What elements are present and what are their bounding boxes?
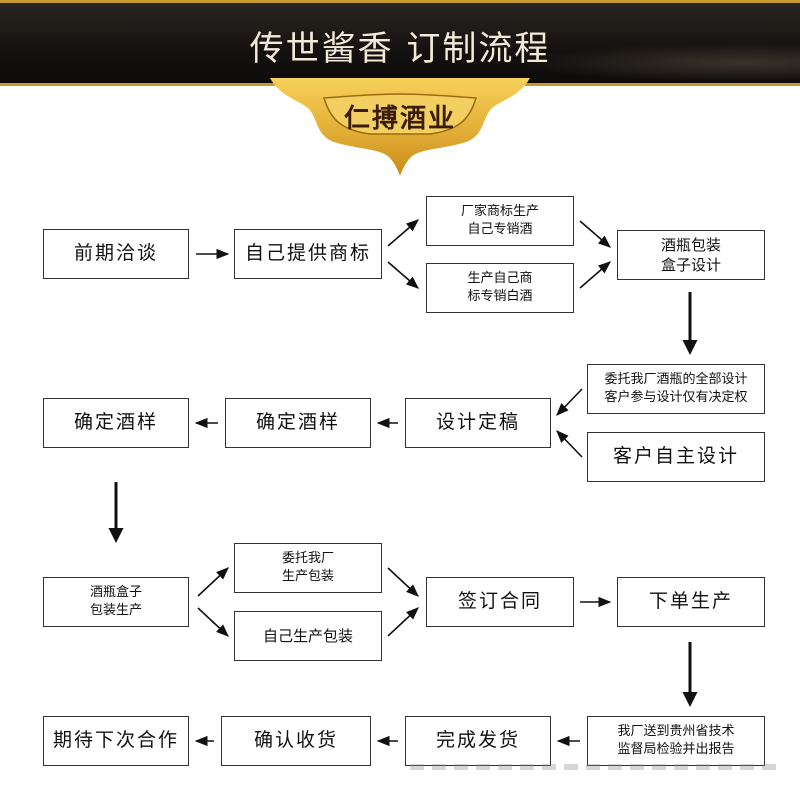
step-packaging-production: 酒瓶盒子 包装生产 <box>43 577 189 627</box>
step-preliminary-talks: 前期洽谈 <box>43 229 189 279</box>
bottom-decoration <box>410 764 780 770</box>
arrow-trademark-to-own <box>387 261 419 289</box>
brand-badge <box>270 78 530 176</box>
step-place-order: 下单生产 <box>617 577 765 627</box>
step-confirm-sample-2: 确定酒样 <box>43 398 189 448</box>
arrow-option-factory-design-to-final <box>556 388 583 416</box>
step-bottle-box-design: 酒瓶包装 盒子设计 <box>617 230 765 280</box>
option-customer-design: 客户自主设计 <box>587 432 765 482</box>
arrow-own-to-design <box>579 261 611 289</box>
option-factory-trademark: 厂家商标生产 自己专销酒 <box>426 196 574 246</box>
arrow-own-packaging-to-contract <box>387 607 419 637</box>
brand-name: 仁搏酒业 <box>343 104 456 134</box>
option-factory-packaging: 委托我厂 生产包装 <box>234 543 382 593</box>
step-confirm-receipt: 确认收货 <box>221 716 371 766</box>
step-sign-contract: 签订合同 <box>426 577 574 627</box>
step-confirm-sample-1: 确定酒样 <box>225 398 371 448</box>
arrow-option-customer-design-to-final <box>556 430 583 458</box>
arrow-factory-to-design <box>579 220 611 248</box>
option-own-packaging: 自己生产包装 <box>234 611 382 661</box>
arrow-factory-packaging-to-contract <box>387 567 419 597</box>
page-title: 传世酱香 订制流程 <box>249 29 551 69</box>
arrow-trademark-to-factory <box>387 219 419 247</box>
option-own-trademark: 生产自己商 标专销白酒 <box>426 263 574 313</box>
header-banner: 传世酱香 订制流程 <box>0 0 800 86</box>
step-provide-own-trademark: 自己提供商标 <box>234 229 382 279</box>
header-glow <box>520 43 800 83</box>
option-factory-design: 委托我厂酒瓶的全部设计 客户参与设计仅有决定权 <box>587 364 765 414</box>
step-inspection-report: 我厂送到贵州省技术 监督局检验并出报告 <box>587 716 765 766</box>
step-complete-shipment: 完成发货 <box>405 716 551 766</box>
step-next-cooperation: 期待下次合作 <box>43 716 189 766</box>
arrow-packaging-to-own <box>197 607 229 637</box>
step-design-finalized: 设计定稿 <box>405 398 551 448</box>
arrow-packaging-to-factory <box>197 567 229 597</box>
